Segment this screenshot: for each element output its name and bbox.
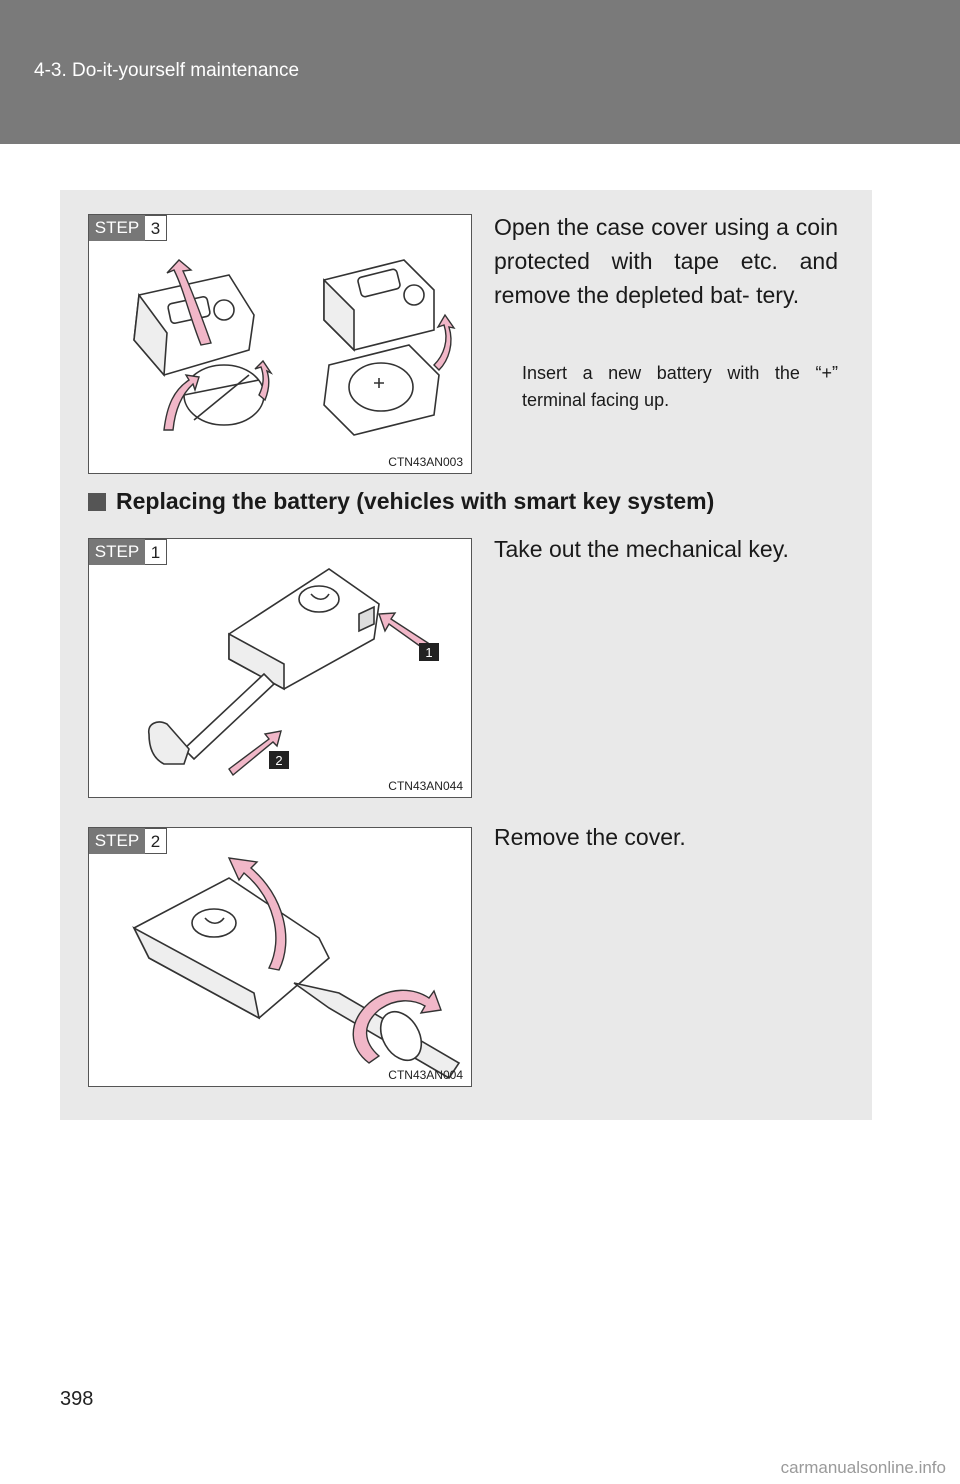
step-label: STEP: [89, 828, 145, 854]
remove-cover-illustration: [132, 857, 461, 1080]
figure-step-1: 1 2 STEP 1 CTN43AN044: [88, 538, 472, 798]
step-label: STEP: [89, 215, 145, 241]
step-badge: STEP 2: [89, 828, 167, 854]
step-label: STEP: [89, 539, 145, 565]
step-3-text: Open the case cover using a coin protect…: [494, 214, 838, 308]
callout-1: 1: [419, 643, 439, 661]
page-number: 398: [60, 1388, 94, 1410]
callout-2: 2: [269, 751, 289, 769]
section-title: 4-3. Do-it-yourself maintenance: [34, 60, 300, 81]
section-heading: Replacing the battery (vehicles with sma…: [88, 488, 714, 515]
step-badge: STEP 1: [89, 539, 167, 565]
section-heading-text: Replacing the battery (vehicles with sma…: [116, 488, 715, 514]
svg-text:2: 2: [275, 753, 282, 768]
figure-step-2: STEP 2 CTN43AN004: [88, 827, 472, 1087]
page-header: 4-3. Do-it-yourself maintenance: [0, 0, 960, 144]
figure-code: CTN43AN044: [388, 779, 463, 793]
watermark: carmanualsonline.info: [780, 1458, 946, 1477]
step-badge: STEP 3: [89, 215, 167, 241]
mechanical-key-illustration: 1 2: [147, 568, 439, 777]
step-3-note: Insert a new battery with the “+” termin…: [522, 363, 838, 410]
figure-code: CTN43AN004: [388, 1068, 463, 1082]
step-number: 3: [145, 215, 167, 241]
step-1-text: Take out the mechanical key.: [494, 536, 789, 562]
figure-code: CTN43AN003: [388, 455, 463, 469]
svg-text:1: 1: [425, 645, 432, 660]
step-number: 2: [145, 828, 167, 854]
figure-step-3: STEP 3 CTN43AN003: [88, 214, 472, 474]
step-number: 1: [145, 539, 167, 565]
square-bullet-icon: [88, 492, 106, 511]
key-case-open-illustration: [133, 259, 456, 436]
step-2-text: Remove the cover.: [494, 824, 686, 850]
